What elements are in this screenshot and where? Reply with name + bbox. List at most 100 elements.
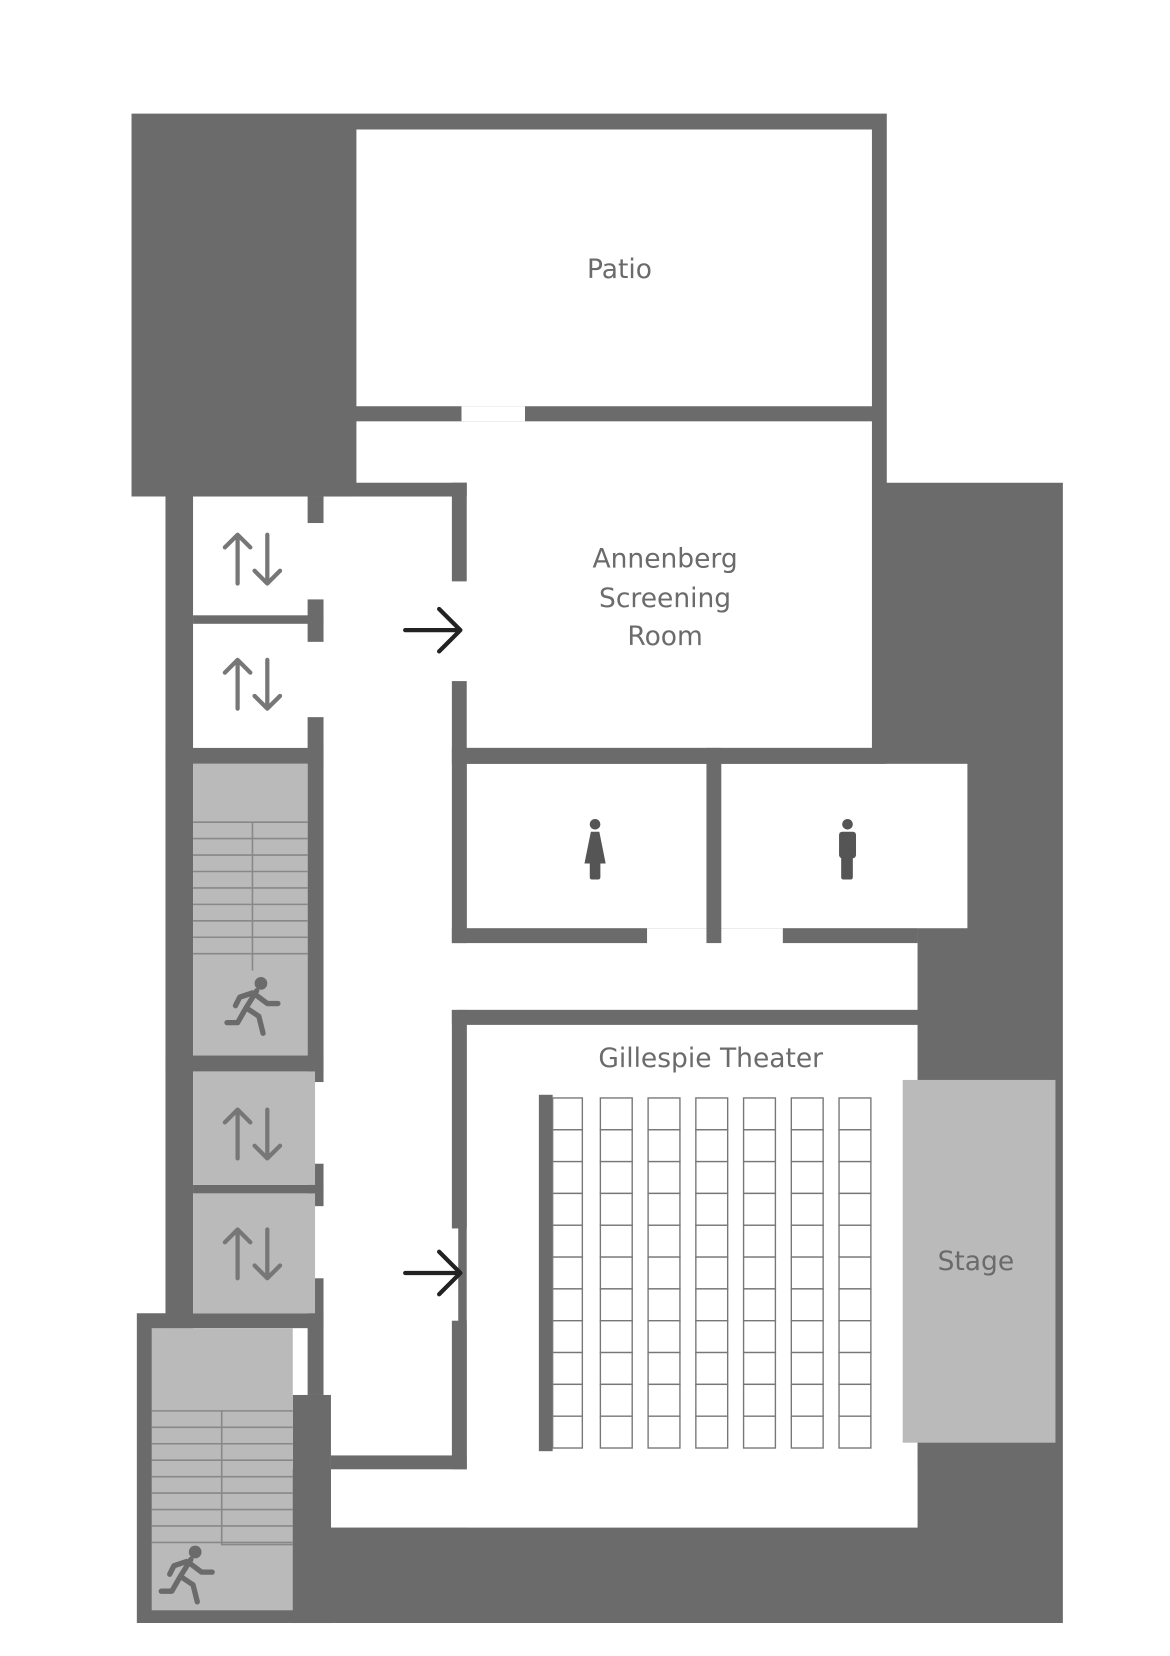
theater-seat bbox=[838, 1224, 872, 1258]
stage-label: Stage bbox=[938, 1246, 1015, 1277]
arrow-right-icon bbox=[403, 606, 463, 654]
screening-room-label-line1: Annenberg bbox=[592, 544, 737, 575]
theater-seat bbox=[551, 1415, 584, 1449]
elevator-3 bbox=[193, 1071, 316, 1185]
theater-seat bbox=[790, 1351, 824, 1386]
theater-seat bbox=[599, 1288, 633, 1322]
theater-seat bbox=[599, 1415, 633, 1449]
up-down-arrows-icon bbox=[222, 532, 283, 586]
theater-seat bbox=[742, 1256, 777, 1290]
theater-seat bbox=[695, 1160, 729, 1195]
theater-seat bbox=[647, 1288, 681, 1322]
theater-seat bbox=[790, 1288, 824, 1322]
running-person-exit-icon bbox=[158, 1545, 215, 1605]
stage bbox=[902, 1079, 1056, 1443]
stair-treads-upper bbox=[193, 821, 308, 971]
theater-seat bbox=[838, 1288, 872, 1322]
theater-seat bbox=[790, 1129, 824, 1163]
arrow-right-icon bbox=[403, 1249, 463, 1297]
theater-seat bbox=[742, 1415, 777, 1449]
theater-seat bbox=[838, 1129, 872, 1163]
theater-seat bbox=[647, 1415, 681, 1449]
theater-seat bbox=[551, 1129, 584, 1163]
theater-seat bbox=[838, 1415, 872, 1449]
theater-seat bbox=[742, 1097, 777, 1131]
theater-seat bbox=[742, 1320, 777, 1354]
theater-seat bbox=[695, 1129, 729, 1163]
theater-seat bbox=[790, 1415, 824, 1449]
theater-seat bbox=[742, 1160, 777, 1195]
theater-seat bbox=[647, 1224, 681, 1258]
theater-seat bbox=[551, 1224, 584, 1258]
theater-seat bbox=[551, 1160, 584, 1195]
theater-seat bbox=[695, 1415, 729, 1449]
running-person-exit-icon bbox=[224, 977, 281, 1036]
theater-seat bbox=[790, 1097, 824, 1131]
theater-seat bbox=[551, 1097, 584, 1131]
theater-seat bbox=[838, 1320, 872, 1354]
theater-seat bbox=[742, 1351, 777, 1386]
theater-seat bbox=[838, 1383, 872, 1417]
theater-seat bbox=[599, 1224, 633, 1258]
theater-seat bbox=[790, 1320, 824, 1354]
theater-seat bbox=[790, 1160, 824, 1195]
screening-room-label-line3: Room bbox=[627, 621, 702, 652]
theater-seat bbox=[838, 1351, 872, 1386]
theater-seat bbox=[647, 1097, 681, 1131]
theater-seat bbox=[790, 1256, 824, 1290]
theater-seat bbox=[790, 1383, 824, 1417]
theater-seat bbox=[599, 1351, 633, 1386]
theater-seat bbox=[599, 1383, 633, 1417]
stair-treads-lower bbox=[151, 1410, 293, 1546]
up-down-arrows-icon bbox=[222, 1227, 283, 1281]
theater-seat bbox=[838, 1097, 872, 1131]
theater-seat bbox=[838, 1192, 872, 1226]
theater-seat bbox=[551, 1351, 584, 1386]
theater-seating bbox=[551, 1097, 872, 1449]
theater-seat bbox=[790, 1192, 824, 1226]
theater-seat bbox=[790, 1224, 824, 1258]
theater-seat bbox=[599, 1097, 633, 1131]
theater-seat bbox=[599, 1192, 633, 1226]
theater-seat bbox=[551, 1383, 584, 1417]
theater-seat bbox=[695, 1383, 729, 1417]
theater-seat bbox=[838, 1256, 872, 1290]
stair-handrail bbox=[220, 1410, 293, 1546]
man-icon bbox=[839, 818, 857, 880]
theater-seat bbox=[551, 1320, 584, 1354]
theater-seat bbox=[695, 1097, 729, 1131]
screening-room-label-line2: Screening bbox=[599, 583, 731, 614]
theater-seat bbox=[647, 1192, 681, 1226]
theater-seat bbox=[551, 1192, 584, 1226]
theater-seat bbox=[742, 1383, 777, 1417]
theater-label: Gillespie Theater bbox=[598, 1043, 823, 1074]
theater-seat bbox=[599, 1256, 633, 1290]
up-down-arrows-icon bbox=[222, 1107, 283, 1161]
theater-seat bbox=[599, 1320, 633, 1354]
stairwell-upper bbox=[193, 763, 308, 1056]
theater-seat bbox=[647, 1320, 681, 1354]
theater-seat bbox=[599, 1129, 633, 1163]
up-down-arrows-icon bbox=[222, 657, 283, 711]
theater-seat bbox=[695, 1320, 729, 1354]
theater-front-rail bbox=[538, 1094, 553, 1452]
theater-seat bbox=[647, 1383, 681, 1417]
theater-seat bbox=[647, 1160, 681, 1195]
theater-seat bbox=[838, 1160, 872, 1195]
elevator-4 bbox=[193, 1193, 316, 1314]
theater-seat bbox=[647, 1256, 681, 1290]
theater-seat bbox=[647, 1129, 681, 1163]
theater-seat bbox=[742, 1192, 777, 1226]
theater-seat bbox=[742, 1224, 777, 1258]
woman-icon bbox=[584, 818, 606, 880]
theater-seat bbox=[742, 1129, 777, 1163]
theater-seat bbox=[695, 1224, 729, 1258]
patio-label: Patio bbox=[587, 254, 652, 285]
walls bbox=[165, 406, 918, 1624]
theater-seat bbox=[695, 1192, 729, 1226]
theater-seat bbox=[551, 1256, 584, 1290]
theater-seat bbox=[695, 1288, 729, 1322]
theater-seat bbox=[742, 1288, 777, 1322]
theater-seat bbox=[599, 1160, 633, 1195]
